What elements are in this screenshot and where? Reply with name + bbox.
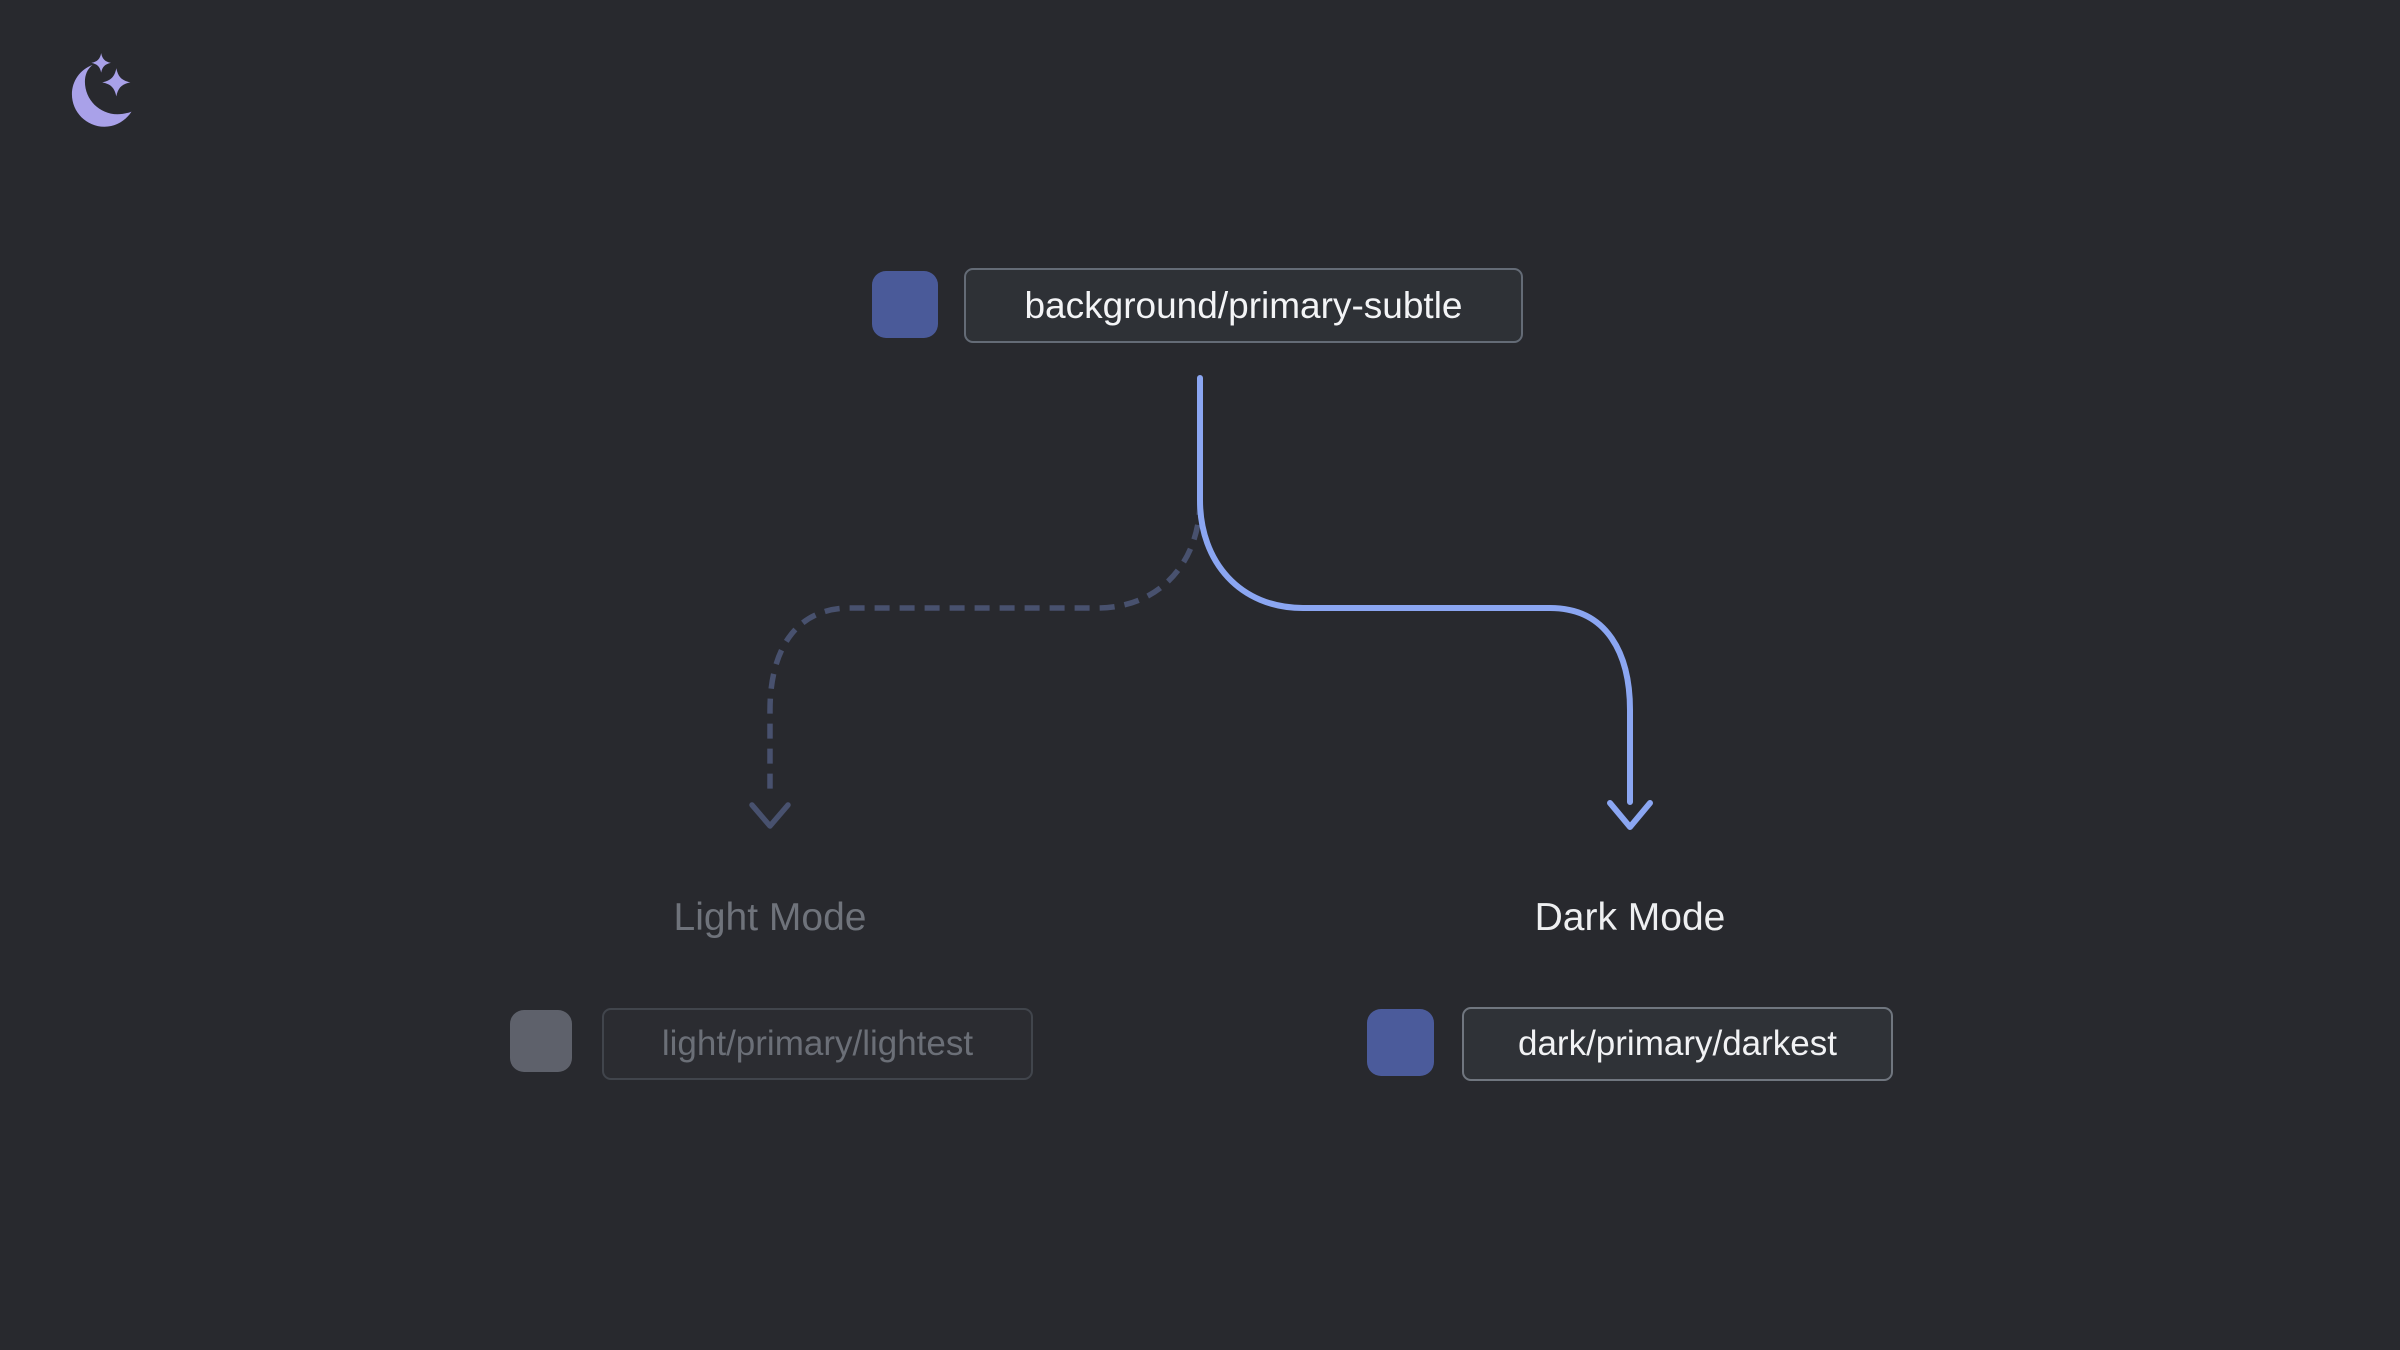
root-token-label: background/primary-subtle (1024, 284, 1463, 326)
light-token-swatch (510, 1010, 572, 1072)
light-branch-arrowhead-icon (749, 802, 791, 829)
light-token-label: light/primary/lightest (661, 1024, 974, 1063)
sparkle-small-shape (91, 53, 111, 73)
root-token-chip: background/primary-subtle (964, 268, 1523, 343)
dark-branch-arrowhead-icon (1607, 800, 1653, 830)
dark-branch-connector-line (1197, 375, 1633, 805)
dark-token-swatch (1367, 1009, 1434, 1076)
moon-sparkles-icon (71, 53, 132, 127)
light-branch-connector-line (767, 499, 1203, 798)
light-token-chip: light/primary/lightest (602, 1008, 1033, 1080)
crescent-moon-shape (71, 65, 132, 127)
dark-token-label: dark/primary/darkest (1518, 1024, 1837, 1063)
root-token-swatch (872, 271, 938, 338)
dark-token-chip: dark/primary/darkest (1462, 1007, 1893, 1081)
dark-mode-title: Dark Mode (1534, 896, 1726, 939)
light-mode-title: Light Mode (673, 896, 867, 939)
sparkle-large-shape (102, 68, 131, 97)
